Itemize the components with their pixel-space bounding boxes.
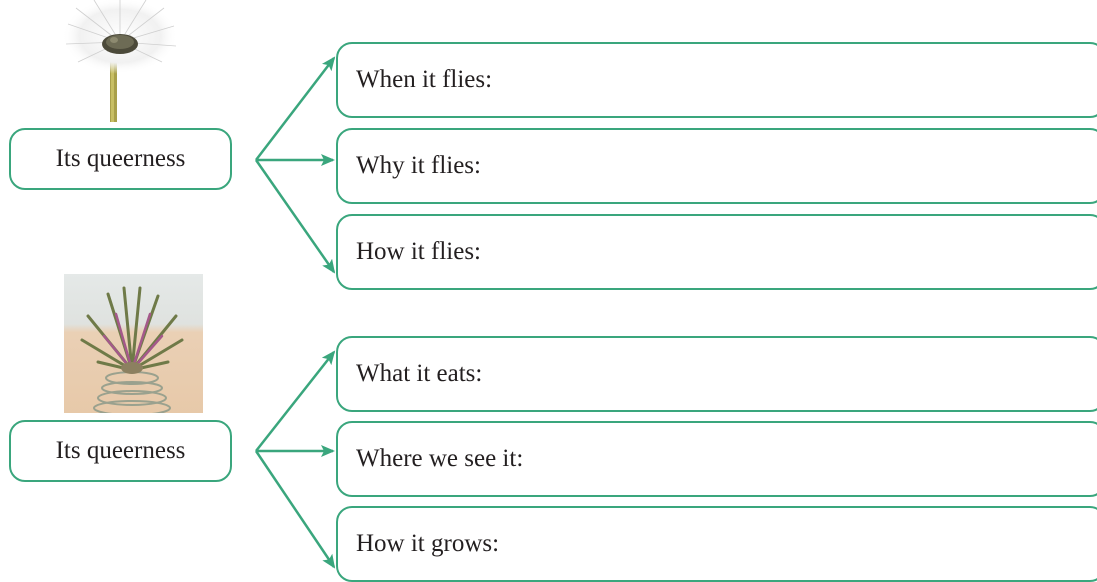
source-label-1: Its queerness (55, 145, 186, 172)
arrow-1a (255, 56, 336, 161)
prompt-label-when-it-flies: When it flies: (356, 66, 493, 93)
prompt-box-where-we-see-it[interactable]: Where we see it: (336, 421, 1097, 497)
prompt-box-what-it-eats[interactable]: What it eats: (336, 336, 1097, 412)
source-box-2: Its queerness (9, 420, 232, 482)
prompt-box-how-it-flies[interactable]: How it flies: (336, 214, 1097, 290)
arrow-2a (255, 350, 336, 452)
prompt-label-how-it-grows: How it grows: (356, 530, 500, 557)
prompt-box-how-it-grows[interactable]: How it grows: (336, 506, 1097, 582)
prompt-label-how-it-flies: How it flies: (356, 238, 481, 265)
prompt-box-why-it-flies[interactable]: Why it flies: (336, 128, 1097, 204)
prompt-box-when-it-flies[interactable]: When it flies: (336, 42, 1097, 118)
source-box-1: Its queerness (9, 128, 232, 190)
air-plant-image (64, 274, 203, 413)
dandelion-image (62, 0, 178, 122)
prompt-label-what-it-eats: What it eats: (356, 360, 483, 387)
source-label-2: Its queerness (55, 437, 186, 464)
arrow-2c (254, 450, 336, 569)
prompt-label-why-it-flies: Why it flies: (356, 152, 481, 179)
prompt-label-where-we-see-it: Where we see it: (356, 445, 524, 472)
arrow-1c (254, 159, 336, 274)
